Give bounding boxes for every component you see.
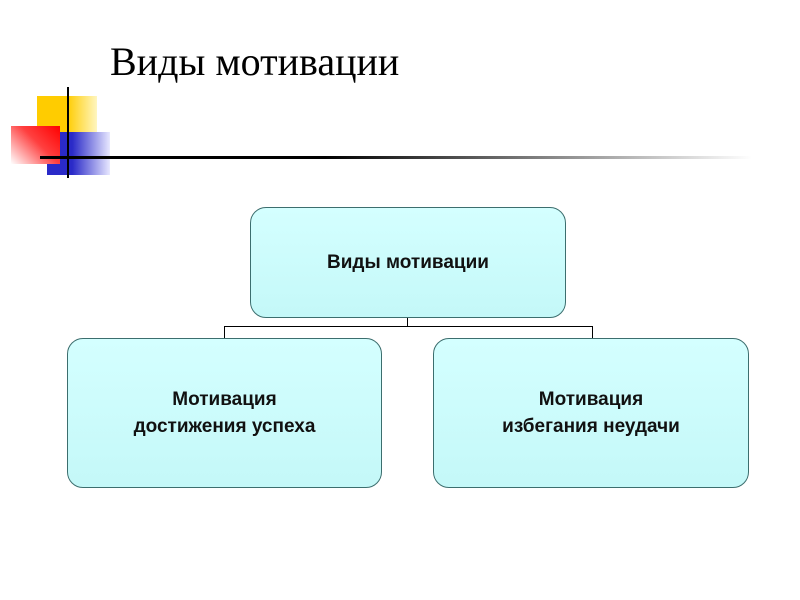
root-label: Виды мотивации xyxy=(327,252,489,273)
node-label-line1: Мотивация xyxy=(538,389,644,410)
decor-horizontal-line xyxy=(40,156,752,159)
connector xyxy=(224,326,593,327)
child-node-success: Мотивация достижения успеха xyxy=(67,338,382,488)
node-label-line2: достижения успеха xyxy=(133,416,316,437)
connector xyxy=(224,326,225,338)
decor-vertical-line xyxy=(67,87,69,178)
root-node: Виды мотивации xyxy=(250,207,566,318)
slide-title: Виды мотивации xyxy=(110,39,400,84)
node-label-line1: Мотивация xyxy=(172,389,277,410)
connector xyxy=(407,317,408,327)
child-node-failure: Мотивация избегания неудачи xyxy=(433,338,749,488)
connector xyxy=(592,326,593,338)
node-label-line2: избегания неудачи xyxy=(502,416,680,437)
